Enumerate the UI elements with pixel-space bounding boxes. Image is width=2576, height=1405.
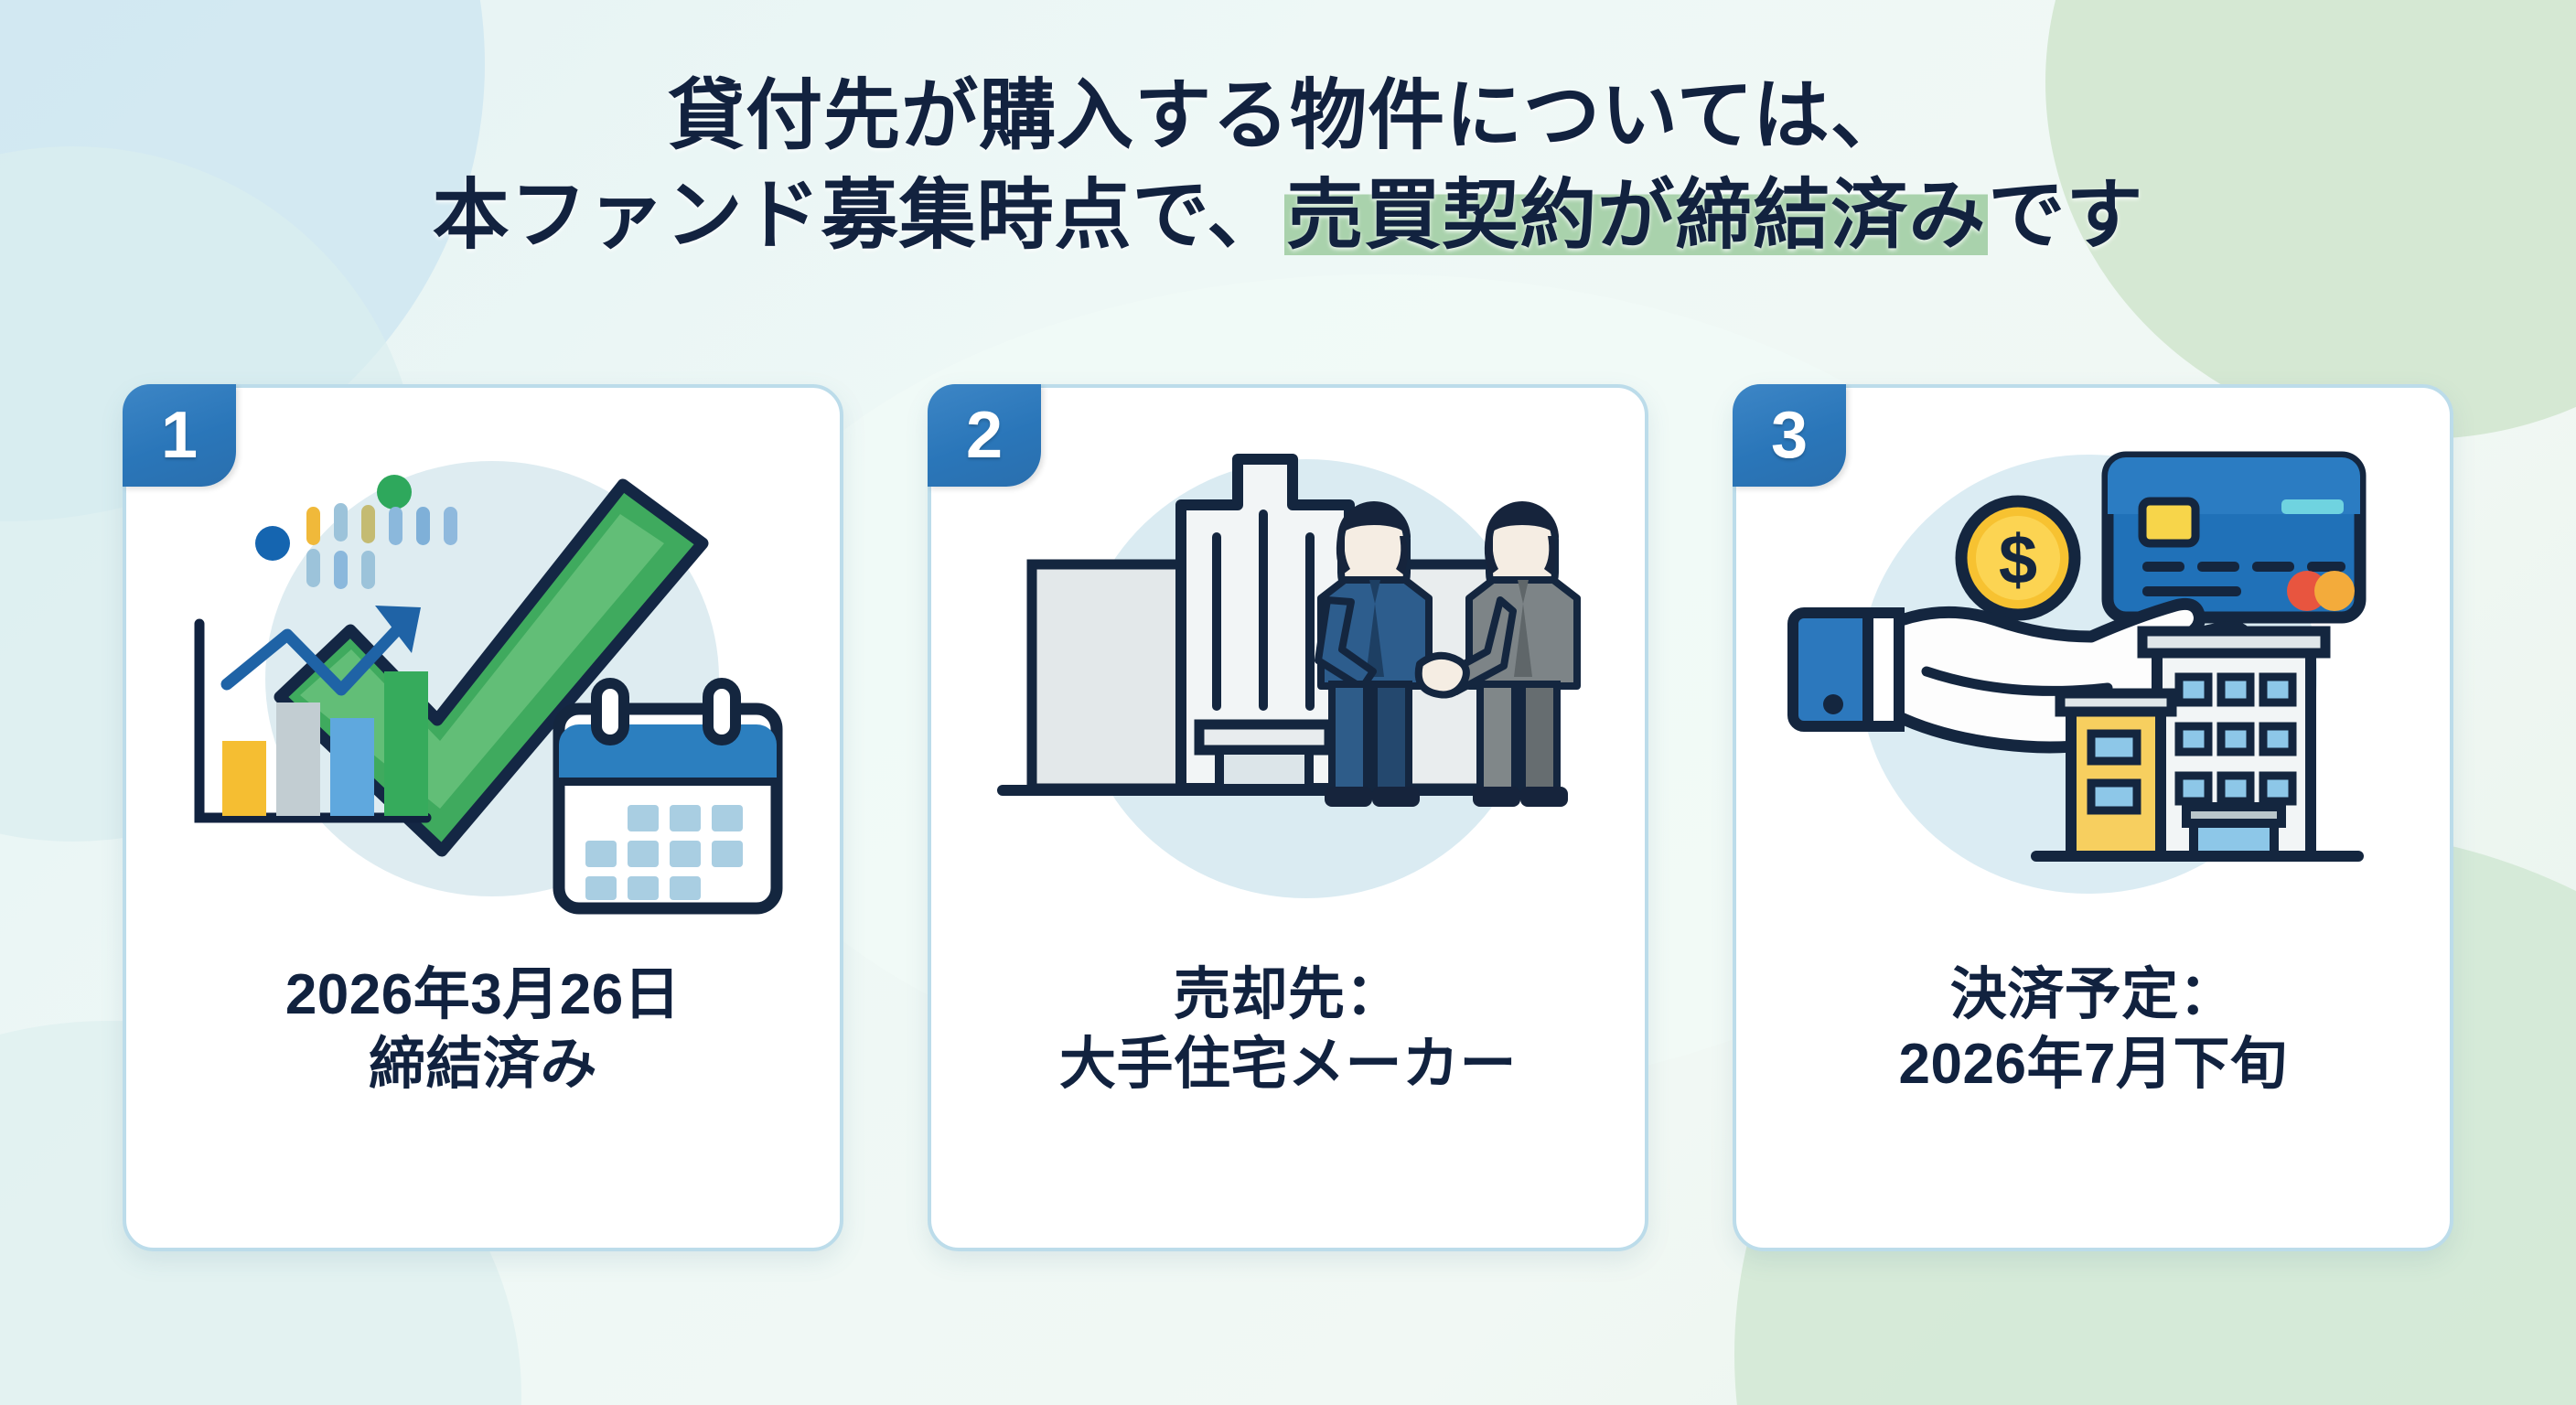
card-row: 1 — [0, 384, 2576, 1251]
apartment-building-icon — [2031, 626, 2364, 862]
card-settlement[interactable]: 3 — [1733, 384, 2453, 1251]
checkmark-icon — [194, 461, 783, 915]
hand-with-coin-icon: $ — [1787, 451, 2367, 894]
card-badge-2: 2 — [928, 384, 1041, 487]
card-1-caption-line-2: 締結済み — [368, 1032, 597, 1096]
page-title: 貸付先が購入する物件については、 本ファンド募集時点で、売買契約が締結済みです — [0, 66, 2576, 265]
title-line-2: 本ファンド募集時点で、売買契約が締結済みです — [0, 166, 2576, 265]
card-3-caption: 決済予定： 2026年7月下旬 — [1899, 960, 2288, 1099]
card-3-caption-line-2: 2026年7月下旬 — [1898, 1032, 2288, 1096]
bar-chart-icon — [194, 606, 432, 823]
credit-card-icon — [2101, 451, 2367, 624]
card-2-caption-line-1: 売却先： — [1173, 963, 1402, 1026]
card-badge-3: 3 — [1733, 384, 1846, 487]
title-highlight: 売買契約が締結済み — [1284, 172, 1989, 259]
card-3-caption-line-1: 決済予定： — [1949, 963, 2237, 1026]
office-building-icon — [997, 454, 1581, 898]
card-1-caption-line-1: 2026年3月26日 — [284, 963, 682, 1026]
card-3-illustration: $ — [1773, 404, 2413, 953]
card-2-caption-line-2: 大手住宅メーカー — [1058, 1032, 1517, 1096]
card-contract-signed[interactable]: 1 — [123, 384, 843, 1251]
handshake-businessmen-icon — [1315, 501, 1581, 807]
card-buyer[interactable]: 2 — [928, 384, 1648, 1251]
card-1-caption: 2026年3月26日 締結済み — [285, 960, 681, 1099]
svg-text:$: $ — [1999, 521, 2037, 599]
dots-decoration-icon — [255, 475, 457, 589]
title-line-2-suffix: です — [1988, 172, 2144, 259]
card-1-illustration — [163, 404, 803, 953]
gold-coin-icon: $ — [1955, 495, 2081, 621]
card-2-caption: 売却先： 大手住宅メーカー — [1059, 960, 1517, 1099]
calendar-icon — [553, 678, 783, 915]
title-line-1: 貸付先が購入する物件については、 — [668, 72, 1908, 158]
title-line-2-prefix: 本ファンド募集時点で、 — [432, 172, 1285, 259]
card-2-illustration — [968, 404, 1608, 953]
card-badge-1: 1 — [123, 384, 236, 487]
